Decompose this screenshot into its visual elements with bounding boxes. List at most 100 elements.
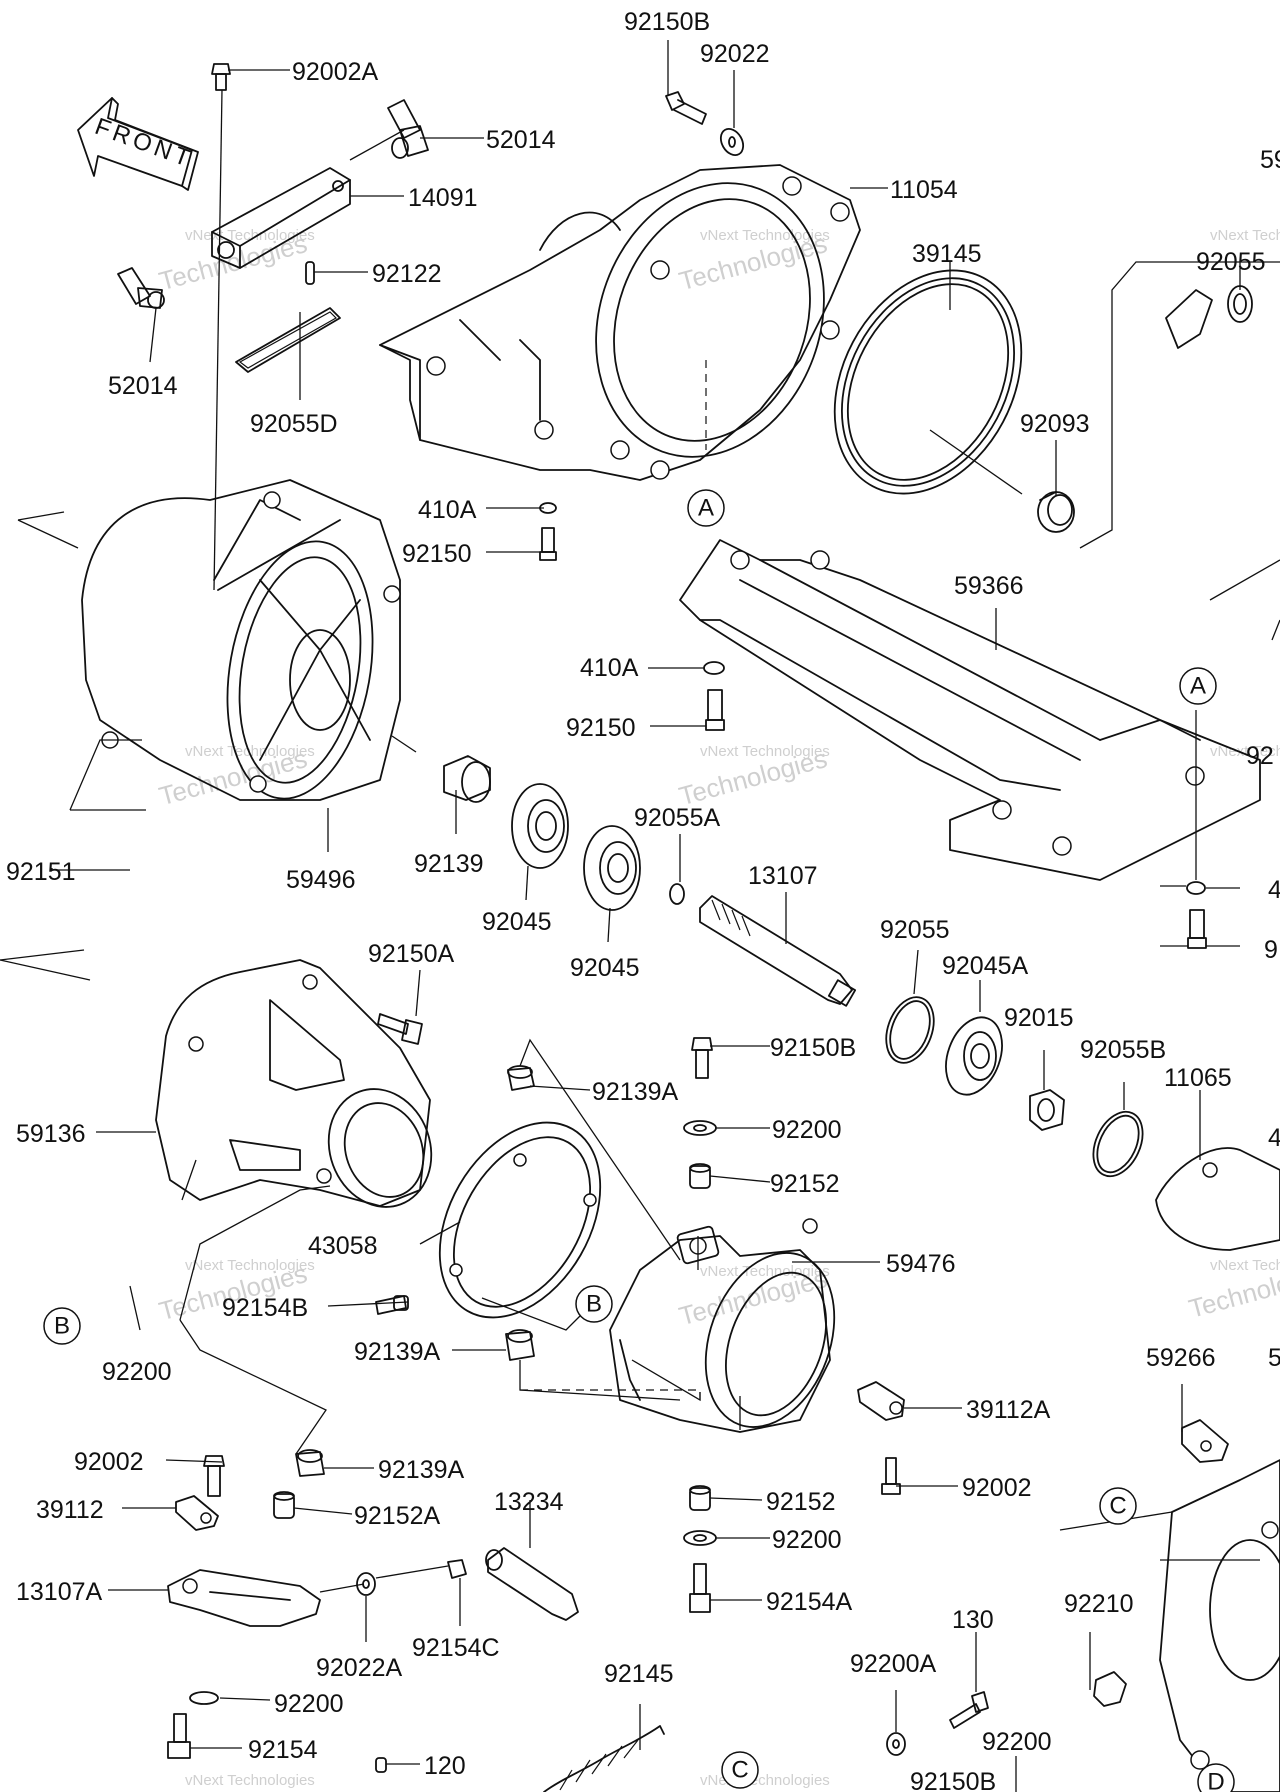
label-92210: 92210 [1064,1590,1134,1618]
watermark-11: vNext Technologies [1210,1257,1280,1274]
label-410A-a: 410A [418,496,477,524]
nut-92015 [1029,1089,1065,1131]
label-92002-b: 92002 [962,1474,1032,1502]
label-92150B-top: 92150B [624,8,710,36]
lever-13107A [167,1569,321,1627]
watermark-6: vNext Technologies [700,1263,830,1280]
label-92122: 92122 [372,260,442,288]
sleeve-92139A-c [295,1449,325,1477]
label-92151: 92151 [6,858,76,886]
label-92152-b: 92152 [766,1488,836,1516]
label-59476: 59476 [886,1250,956,1278]
bolt-92150A [377,1013,423,1045]
watermark-7: vNext Technologies [185,1772,315,1789]
label-92200A: 92200A [850,1650,937,1678]
label-39145: 39145 [912,240,982,268]
lever-39112A [857,1381,905,1421]
bushing-upper-right [1165,285,1253,349]
label-92154B: 92154B [222,1294,308,1322]
sleeve-92139 [443,755,491,803]
watermark-9: vNext Technologies [1210,227,1280,244]
label-92045-a: 92045 [482,908,552,936]
bolt-92150B-top [665,91,707,125]
label-59266: 59266 [1146,1344,1216,1372]
label-59-cut: 59 [1260,146,1280,174]
pump-housing-59496 [81,479,401,801]
label-92200-d: 92200 [982,1728,1052,1756]
label-43058: 43058 [308,1232,378,1260]
label-92055-cut: 92055 [1196,248,1266,276]
washer-92200-b [683,1530,717,1546]
oring-92055B [1092,1110,1144,1178]
label-120: 120 [424,1752,466,1780]
label-92139A-a: 92139A [592,1078,679,1106]
label-92002A: 92002A [292,58,379,86]
label-13107A: 13107A [16,1578,103,1606]
part-labels: 92150B 92022 92002A 52014 14091 11054 59… [6,8,1280,1792]
washer-92200A [886,1732,906,1756]
washer-92200-a [683,1120,717,1136]
label-92093: 92093 [1020,410,1090,438]
label-92150A: 92150A [368,940,455,968]
ref-C-2: C [721,1751,759,1789]
washer-right-edge [1186,881,1206,895]
bolt-92150-a [539,527,557,561]
leader-lines [0,40,1280,1792]
label-92150-a: 92150 [402,540,472,568]
front-arrow-label: FRONT [91,113,197,173]
label-92139: 92139 [414,850,484,878]
label-92200-b: 92200 [102,1358,172,1386]
ref-A-2: A [1179,667,1217,705]
label-11054: 11054 [890,176,958,204]
watermark-3: vNext Technologies [185,743,315,760]
ref-B-2: B [575,1285,613,1323]
cap-92210 [1093,1671,1127,1707]
bolt-92002-right [881,1457,901,1495]
label-92045A: 92045A [942,952,1029,980]
ref-A-1: A [687,489,725,527]
svg-text:C: C [731,1757,748,1784]
label-5-cut: 5 [1268,1344,1280,1372]
label-92200-a: 92200 [772,1116,842,1144]
label-92002-a: 92002 [74,1448,144,1476]
label-92154C: 92154C [412,1634,500,1662]
label-92022A: 92022A [316,1654,403,1682]
ring-43058 [438,1121,602,1319]
label-11065: 11065 [1164,1064,1232,1092]
bracket-59366 [679,539,1261,881]
label-4-cut-b: 4 [1268,1124,1280,1152]
watermark-8: vNext Technologies [700,1772,830,1789]
fitting-52014-upper [387,99,429,159]
washer-92022A [356,1572,376,1596]
bolt-92002-left [203,1455,225,1497]
rod-13234 [485,1547,579,1621]
ref-D-1: D [1197,1763,1235,1792]
bearing-92045A [945,1016,1003,1096]
label-92055A: 92055A [634,804,721,832]
bolt-92154 [167,1713,191,1759]
label-92152-a: 92152 [770,1170,840,1198]
fitting-59266 [1181,1419,1229,1463]
pump-case-lower-right [1159,1459,1280,1792]
nozzle-59136 [155,959,433,1208]
washer-92200-c [189,1691,219,1705]
link-39112 [175,1495,219,1531]
bolt-92150B-mid [691,1037,713,1079]
deflector-59476 [609,1218,836,1433]
svg-text:D: D [1207,1769,1224,1792]
label-92154A: 92154A [766,1588,853,1616]
collar-92152-a [689,1163,711,1189]
washer-410A-b [703,661,725,675]
label-92015: 92015 [1004,1004,1074,1032]
ref-B-1: B [43,1307,81,1345]
bolt-92150-b [705,689,725,731]
label-39112A: 39112A [966,1396,1051,1424]
watermark-4: vNext Technologies [700,743,830,760]
label-14091: 14091 [408,184,478,212]
label-92055B: 92055B [1080,1036,1166,1064]
label-410A-b: 410A [580,654,639,682]
nut-92154C [447,1559,467,1579]
label-92022: 92022 [700,40,770,68]
label-92154: 92154 [248,1736,318,1764]
